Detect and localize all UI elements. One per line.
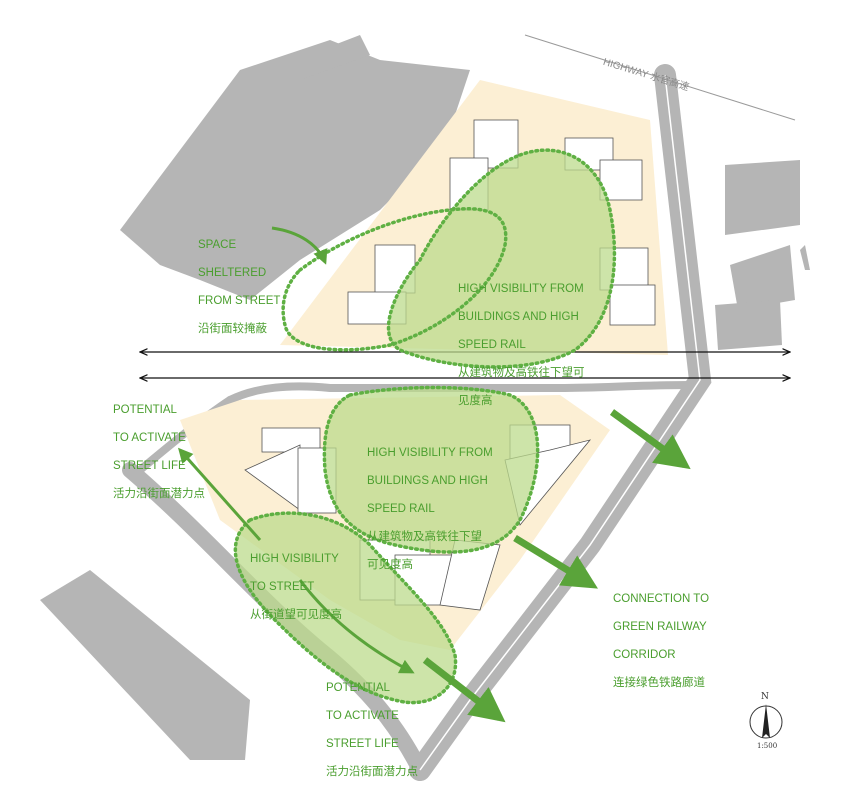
green-zones <box>233 148 617 705</box>
block-east-2 <box>730 245 795 310</box>
label-line: BUILDINGS AND HIGH <box>458 311 579 323</box>
arrow-sheltered-pointer <box>271 226 328 265</box>
label-line: HIGH VISIBILITY FROM <box>367 447 493 459</box>
label-line: TO ACTIVATE <box>326 710 399 722</box>
surrounding-blocks <box>40 35 810 760</box>
north-arrow <box>749 704 783 739</box>
label-line: TO ACTIVATE <box>113 432 186 444</box>
block-northwest-small <box>295 35 370 80</box>
building <box>609 284 656 326</box>
label-line: FROM STREET <box>198 295 281 307</box>
zone-visibility-street <box>233 511 458 705</box>
block-northwest-large <box>120 40 470 300</box>
label-line: 连接绿色铁路廊道 <box>613 677 705 689</box>
zone-visibility-south <box>322 385 540 554</box>
label-line: 从街道望可见度高 <box>250 609 342 621</box>
highway-edge <box>524 34 796 121</box>
label-line: 沿街面较掩蔽 <box>198 323 267 335</box>
label-line: SPEED RAIL <box>458 339 526 351</box>
label-line: POTENTIAL <box>113 404 177 416</box>
loop-road <box>226 381 694 404</box>
label-line: CORRIDOR <box>613 649 676 661</box>
block-east-3 <box>715 300 782 350</box>
label-potential-west: POTENTIAL TO ACTIVATE STREET LIFE 活力沿街面潜… <box>113 389 205 515</box>
arrow-street-life-south <box>298 579 415 674</box>
label-connection: CONNECTION TO GREEN RAILWAY CORRIDOR 连接绿… <box>613 578 709 704</box>
label-line: HIGH VISIBILITY <box>250 553 339 565</box>
label-line: STREET LIFE <box>326 738 399 750</box>
block-southwest <box>40 570 250 760</box>
guide-arrows <box>178 226 415 674</box>
label-line: 从建筑物及高铁往下望可 <box>458 367 585 379</box>
north-needle <box>762 704 770 738</box>
label-line: POTENTIAL <box>326 682 390 694</box>
label-line: 活力沿街面潜力点 <box>326 766 418 778</box>
label-line: BUILDINGS AND HIGH <box>367 475 488 487</box>
arrow-to-southeast <box>422 657 506 723</box>
label-line: 活力沿街面潜力点 <box>113 488 205 500</box>
label-visibility-north: HIGH VISIBILITY FROM BUILDINGS AND HIGH … <box>458 268 585 422</box>
north-label: N <box>761 692 769 702</box>
direction-arrows <box>422 409 691 723</box>
label-line: 见度高 <box>458 395 493 407</box>
label-line: SHELTERED <box>198 267 267 279</box>
block-east-strip <box>800 245 810 270</box>
arrow-to-east-corridor <box>609 409 691 470</box>
label-line: 从建筑物及高铁往下望 <box>367 531 482 543</box>
label-line: HIGH VISIBILITY FROM <box>458 283 584 295</box>
label-visibility-street: HIGH VISIBILITY TO STREET 从街道望可见度高 <box>250 538 342 636</box>
label-line: TO STREET <box>250 581 315 593</box>
block-east-1 <box>725 160 800 235</box>
arrow-to-green-railway <box>513 535 598 589</box>
arrow-street-life-west <box>178 447 262 541</box>
label-line: SPACE <box>198 239 237 251</box>
scale-label: 1:500 <box>757 742 778 750</box>
highway-center-line <box>419 74 701 771</box>
label-potential-south: POTENTIAL TO ACTIVATE STREET LIFE 活力沿街面潜… <box>326 667 418 793</box>
label-sheltered: SPACE SHELTERED FROM STREET 沿街面较掩蔽 <box>198 224 280 350</box>
label-line: CONNECTION TO <box>613 593 710 605</box>
label-line: GREEN RAILWAY <box>613 621 707 633</box>
label-line: STREET LIFE <box>113 460 186 472</box>
label-line: SPEED RAIL <box>367 503 435 515</box>
label-visibility-south: HIGH VISIBILITY FROM BUILDINGS AND HIGH … <box>367 432 493 586</box>
label-line: 可见度高 <box>367 559 413 571</box>
zone-sheltered <box>281 207 508 352</box>
